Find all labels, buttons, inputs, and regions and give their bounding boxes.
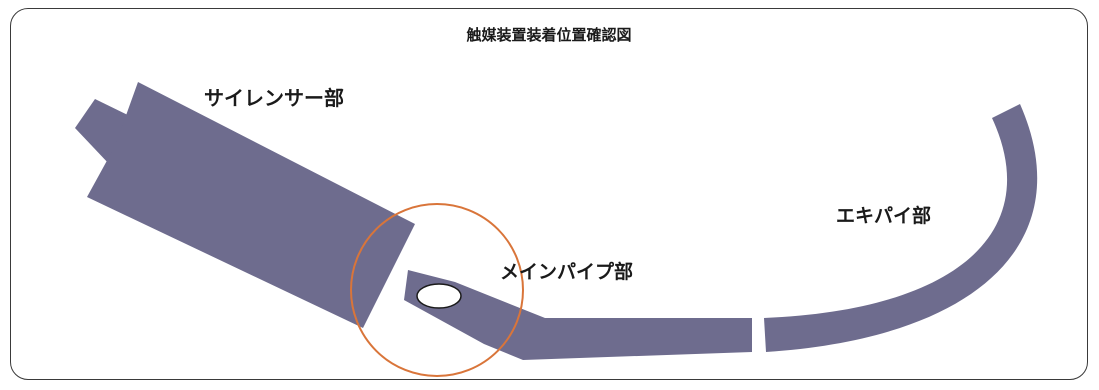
highlight-circle [350, 203, 524, 377]
silencer-outlet-tip [75, 99, 138, 165]
silencer-label: サイレンサー部 [204, 86, 344, 110]
main-pipe-part [404, 270, 752, 360]
silencer-body [87, 82, 415, 328]
exhaust-pipe-part [764, 104, 1038, 352]
exhaust-pipe-label: エキパイ部 [836, 204, 931, 227]
diagram-title: 触媒装置装着位置確認図 [466, 26, 631, 44]
catalyst-marker [416, 283, 462, 309]
silencer-part [75, 82, 415, 328]
diagram-frame [10, 8, 1088, 380]
main-pipe-label: メインパイプ部 [500, 260, 633, 283]
